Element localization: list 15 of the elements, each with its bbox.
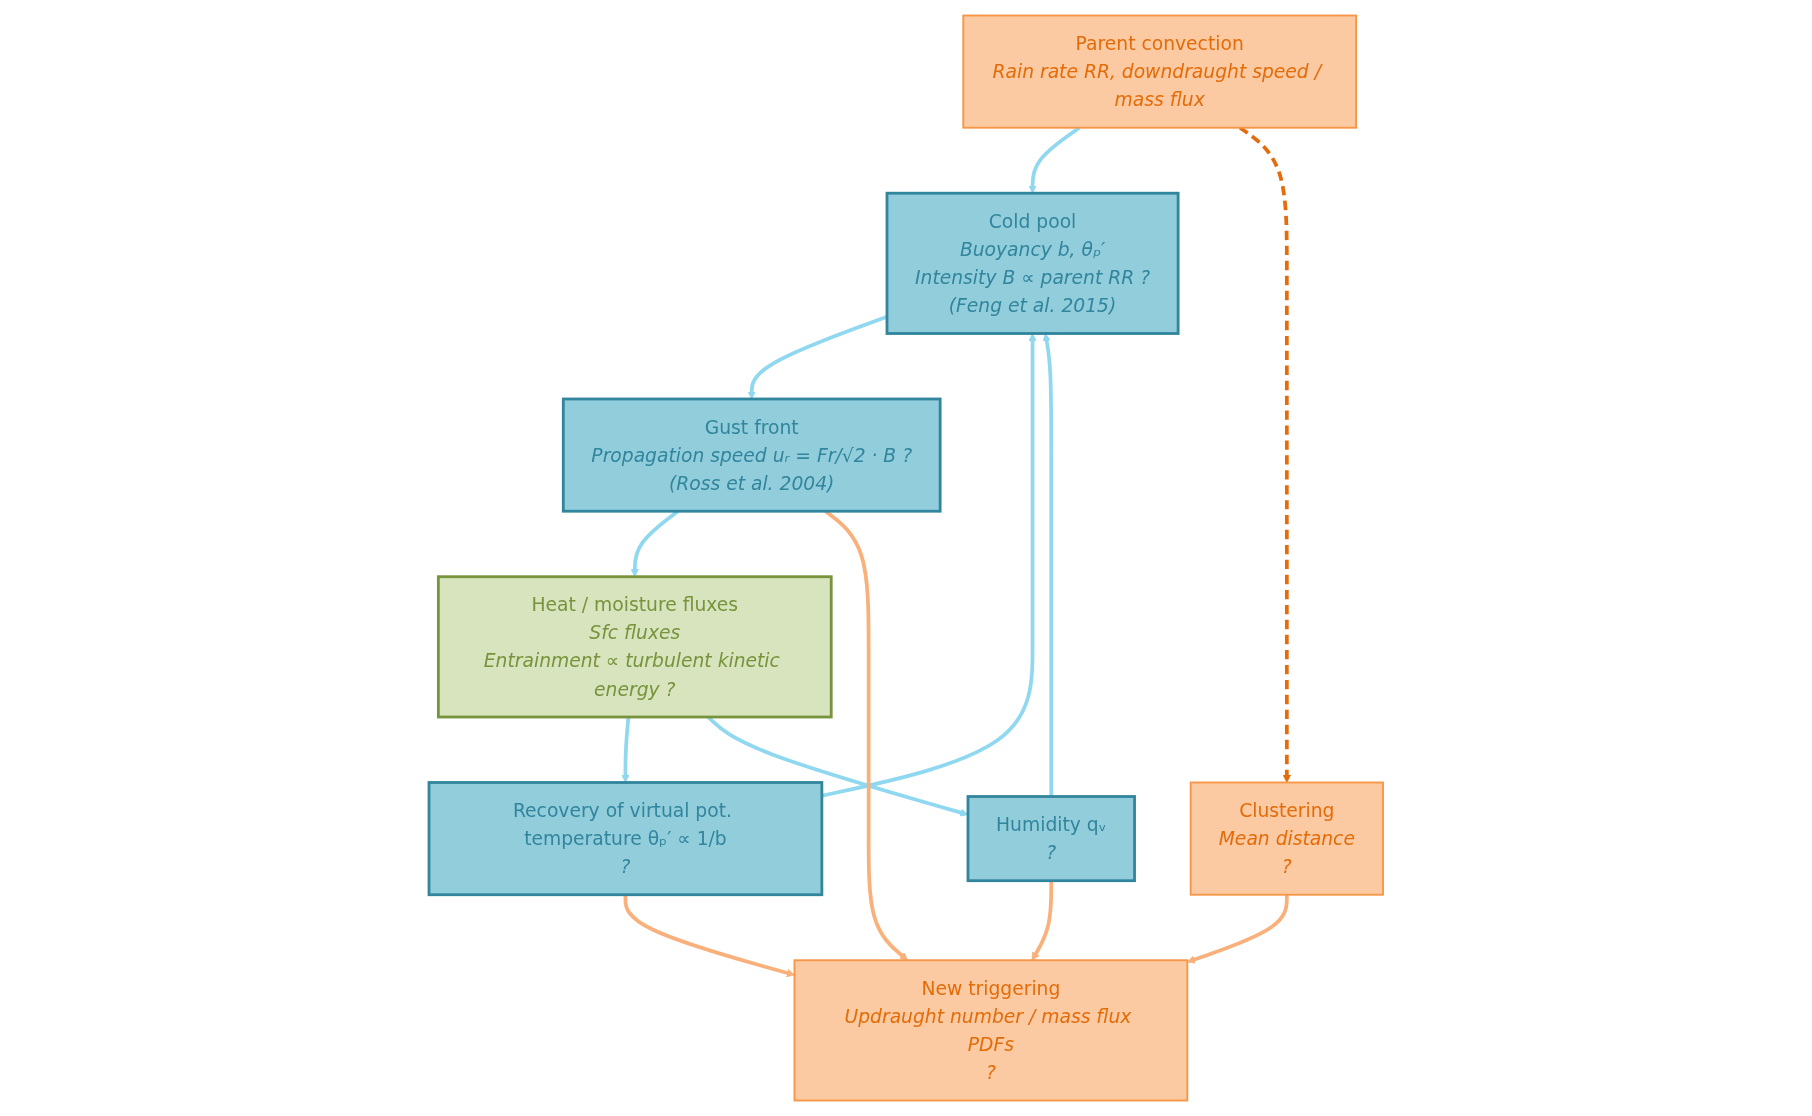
arrow: [1238, 126, 1291, 783]
node-box: Clustering Mean distance ?: [1189, 781, 1384, 896]
node-box: New triggering Updraught number / mass flux PDFs ?: [793, 959, 1189, 1102]
arrow: [1186, 894, 1289, 964]
arrow: [1028, 126, 1081, 194]
node-box: Gust front Propagation speed uᵣ = Fr/√2 · B ? (Ross et al. 2004): [561, 397, 942, 513]
node-box: Heat / moisture fluxes Sfc fluxes Entrainment ∝ turbulent kinetic energy ?: [436, 575, 833, 719]
arrow: [821, 333, 1037, 798]
arrow: [1042, 333, 1054, 797]
node-box: Parent convection Rain rate RR, downdraught speed / mass flux: [962, 14, 1358, 129]
node-box: Cold pool Buoyancy b, θₚ′ Intensity B ∝ parent RR ? (Feng et al. 2015): [885, 191, 1180, 335]
node-box: Humidity qᵥ ?: [966, 795, 1136, 883]
node-box: Recovery of virtual pot. temperature θₚ′ ∝ 1/b ?: [427, 781, 824, 897]
arrow: [1031, 880, 1054, 961]
arrow: [623, 894, 795, 977]
